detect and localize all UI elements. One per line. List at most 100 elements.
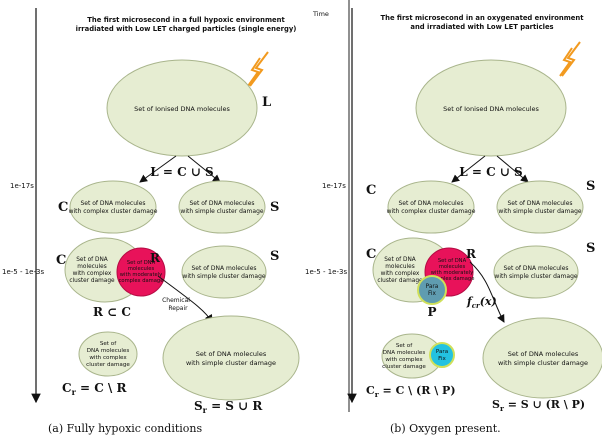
moderate-damage-circle bbox=[116, 247, 166, 297]
arrow-to-C-right bbox=[451, 155, 486, 183]
caption-left: (a) Fully hypoxic conditions bbox=[48, 422, 203, 435]
complex-text-2-right: with complex cluster damage bbox=[387, 208, 476, 215]
fcr-label: fcr(x) bbox=[466, 295, 497, 310]
simple-ellipse bbox=[178, 180, 266, 234]
simple-final-ellipse-right bbox=[482, 317, 602, 399]
label-C-right: C bbox=[366, 183, 376, 198]
right-title-1: The first microsecond in an oxygenated e… bbox=[380, 14, 584, 22]
para-fix-2: Fix bbox=[428, 291, 437, 297]
ionised-label-right: Set of Ionised DNA molecules bbox=[443, 105, 539, 113]
arrow-to-S bbox=[187, 155, 221, 183]
red-text-3-right: with moderately bbox=[431, 270, 473, 276]
label-C: C bbox=[58, 200, 68, 215]
para-fix-1: Para bbox=[426, 284, 439, 290]
panel-left: 1e-17s 1e-5 - 1e-3s The first microsecon… bbox=[2, 8, 300, 435]
complex2-text-2: molecules bbox=[77, 264, 106, 270]
simple-text-2: with simple cluster damage bbox=[180, 208, 263, 215]
label-S2: S bbox=[270, 249, 279, 264]
label-C2-right: C bbox=[366, 247, 376, 262]
simple-ellipse-right bbox=[496, 180, 584, 234]
chem-repair-1: Chemical bbox=[162, 297, 190, 304]
small-text-4: cluster damage bbox=[86, 362, 130, 368]
complex-text-1-right: Set of DNA molecules bbox=[398, 200, 463, 207]
para-fix2-2: Fix bbox=[438, 356, 446, 362]
complex2-text-4-right: cluster damage bbox=[377, 278, 423, 284]
eq-L-right: L = C ∪ S bbox=[459, 165, 522, 179]
time-tick-2: 1e-5 - 1e-3s bbox=[2, 268, 44, 276]
eq-Cr-right: Cr = C \ (R \ P) bbox=[366, 384, 456, 399]
label-S2-right: S bbox=[586, 241, 595, 256]
simple2-text-2: with simple cluster damage bbox=[182, 273, 265, 280]
small-text-1: Set of bbox=[100, 341, 117, 347]
complex-text-2: with complex cluster damage bbox=[69, 208, 158, 215]
label-P: P bbox=[427, 305, 436, 319]
simple2-text-2-right: with simple cluster damage bbox=[494, 273, 577, 280]
simple-text-1: Set of DNA molecules bbox=[189, 200, 254, 207]
para-fix2-1: Para bbox=[436, 349, 448, 355]
red-text-2: molecules bbox=[128, 266, 155, 272]
big-text-2: with simple cluster damage bbox=[186, 359, 276, 367]
small-complex-ellipse bbox=[78, 331, 138, 377]
eq-Sr-right: Sr = S ∪ (R \ P) bbox=[492, 398, 585, 413]
red-text-4: complex damage bbox=[119, 278, 164, 284]
small-text-2-right: DNA molecules bbox=[383, 350, 426, 356]
simple-text-1-right: Set of DNA molecules bbox=[507, 200, 572, 207]
eq-L: L = C ∪ S bbox=[150, 165, 213, 179]
simple2-ellipse-right bbox=[493, 245, 579, 299]
complex2-text-1-right: Set of DNA bbox=[384, 257, 416, 263]
ionised-label: Set of Ionised DNA molecules bbox=[134, 105, 230, 113]
small-text-3-right: with complex bbox=[385, 357, 423, 363]
complex-ellipse-right bbox=[387, 180, 475, 234]
arrow-to-S-right bbox=[496, 155, 529, 183]
lightning-icon-right bbox=[559, 41, 581, 77]
ionised-ellipse bbox=[106, 59, 258, 157]
eq-Sr: Sr = S ∪ R bbox=[194, 399, 263, 415]
arrow-to-C bbox=[139, 155, 177, 183]
complex-ellipse bbox=[69, 180, 157, 234]
caption-right: (b) Oxygen present. bbox=[390, 422, 501, 435]
big-text-2-right: with simple cluster damage bbox=[498, 359, 588, 367]
para-fix2-circle bbox=[429, 342, 455, 368]
small-text-1-right: Set of bbox=[396, 343, 413, 349]
left-title-2: irradiated with Low LET charged particle… bbox=[76, 25, 297, 33]
simple2-ellipse bbox=[181, 245, 267, 299]
time-label: Time bbox=[312, 10, 329, 18]
red-text-3: with moderately bbox=[120, 272, 162, 278]
complex2-text-1: Set of DNA bbox=[76, 257, 108, 263]
right-title-2: and irradiated with Low LET particles bbox=[410, 23, 553, 31]
time-tick-1-right: 1e-17s bbox=[322, 182, 346, 190]
red-text-1: Set of DNA bbox=[127, 260, 156, 266]
eq-Cr: Cr = C \ R bbox=[62, 381, 127, 397]
time-tick-1: 1e-17s bbox=[10, 182, 34, 190]
complex2-text-2-right: molecules bbox=[385, 264, 414, 270]
small-text-4-right: cluster damage bbox=[382, 364, 426, 370]
simple-text-2-right: with simple cluster damage bbox=[498, 208, 581, 215]
big-text-1-right: Set of DNA molecules bbox=[508, 350, 579, 358]
red-text-2-right: molecules bbox=[439, 264, 466, 270]
complex-text-1: Set of DNA molecules bbox=[80, 200, 145, 207]
red-text-4-right: complex damage bbox=[430, 276, 475, 282]
label-R-right: R bbox=[466, 247, 477, 261]
label-R: R bbox=[150, 251, 161, 265]
big-text-1: Set of DNA molecules bbox=[196, 350, 267, 358]
eq-R-subset-C: R ⊂ C bbox=[93, 305, 131, 319]
panel-right: Time 1e-17s 1e-5 - 1e-3s The first micro… bbox=[305, 8, 602, 435]
label-S: S bbox=[270, 200, 279, 215]
lightning-icon bbox=[247, 51, 269, 87]
time-tick-2-right: 1e-5 - 1e-3s bbox=[305, 268, 347, 276]
left-title-1: The first microsecond in a full hypoxic … bbox=[87, 16, 285, 24]
simple-final-ellipse bbox=[162, 315, 300, 401]
label-C2: C bbox=[56, 253, 66, 268]
small-text-3: with complex bbox=[89, 355, 127, 361]
simple2-text-1: Set of DNA molecules bbox=[191, 265, 256, 272]
fcr-arrow bbox=[469, 261, 505, 323]
label-L: L bbox=[262, 95, 271, 110]
small-text-2: DNA molecules bbox=[87, 348, 130, 354]
label-S-right: S bbox=[586, 179, 595, 194]
complex2-text-3-right: with complex bbox=[381, 271, 420, 277]
complex2-text-4: cluster damage bbox=[69, 278, 115, 284]
simple2-text-1-right: Set of DNA molecules bbox=[503, 265, 568, 272]
ionised-ellipse-right bbox=[415, 59, 567, 157]
chem-repair-2: Repair bbox=[168, 305, 188, 312]
